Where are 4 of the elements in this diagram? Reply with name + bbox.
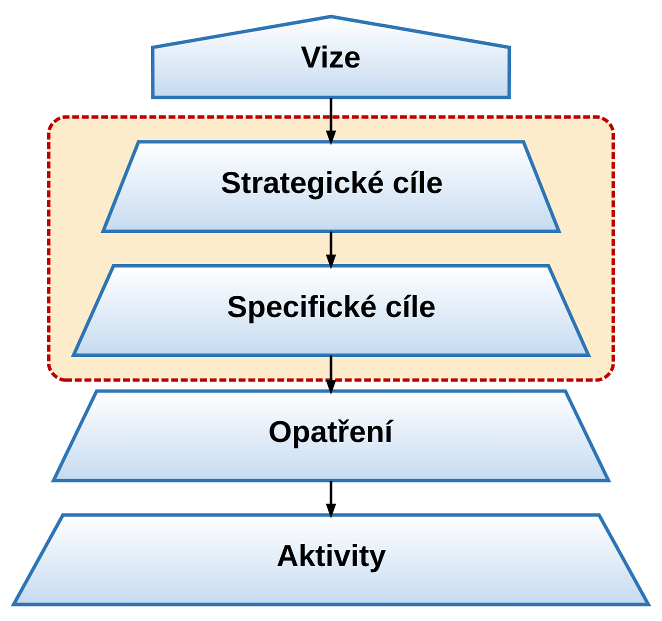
arrow	[326, 355, 336, 395]
arrow	[326, 98, 336, 146]
arrow	[326, 480, 336, 518]
arrow	[326, 232, 336, 270]
